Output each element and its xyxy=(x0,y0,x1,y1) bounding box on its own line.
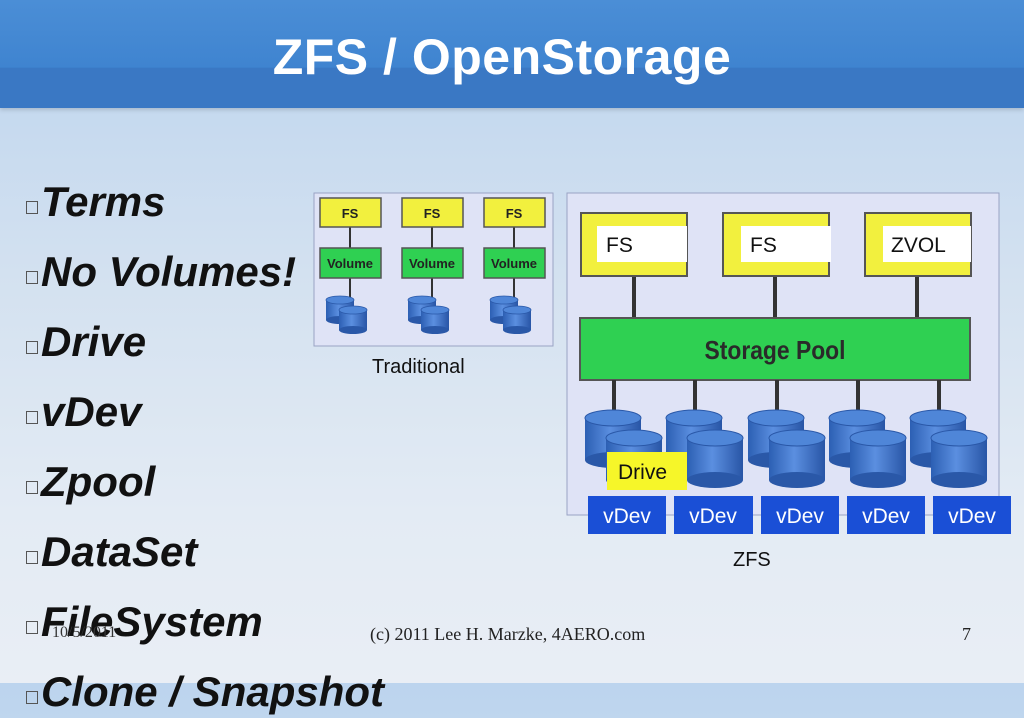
disk-icon xyxy=(338,305,368,335)
drive-label: Drive xyxy=(618,461,667,484)
bullet-text: FileSystem xyxy=(41,598,263,645)
vdev-label: vDev xyxy=(948,505,996,528)
bullet-item: DataSet xyxy=(26,528,197,578)
bullet-text: No Volumes! xyxy=(41,248,297,295)
bullet-marker-icon xyxy=(26,691,38,704)
vdev-label: vDev xyxy=(776,505,824,528)
bullet-marker-icon xyxy=(26,341,38,354)
traditional-diagram: FS Volume FS Volume FS Volume xyxy=(313,192,554,347)
bullet-item: FileSystem xyxy=(26,598,263,648)
bullet-item: vDev xyxy=(26,388,141,438)
traditional-fs-label: FS xyxy=(424,206,441,221)
slide-title: ZFS / OpenStorage xyxy=(272,29,732,85)
zfs-fs-label: FS xyxy=(750,234,777,257)
bullet-text: Terms xyxy=(41,178,166,225)
disk-icon xyxy=(502,305,532,335)
traditional-volume-box xyxy=(483,247,546,279)
vdev-box xyxy=(933,496,1011,534)
traditional-volume-box xyxy=(401,247,464,279)
storage-pool-label: Storage Pool xyxy=(704,337,845,366)
vdev-box xyxy=(761,496,839,534)
bullet-marker-icon xyxy=(26,271,38,284)
zfs-fs-label: FS xyxy=(606,234,633,257)
footer-date: 10/5/2011 xyxy=(52,624,117,641)
title-bar xyxy=(0,0,1024,108)
disk-icon xyxy=(930,429,988,489)
bullet-marker-icon xyxy=(26,621,38,634)
bullet-marker-icon xyxy=(26,481,38,494)
zfs-caption: ZFS xyxy=(733,549,771,571)
bullet-marker-icon xyxy=(26,551,38,564)
bullet-text: DataSet xyxy=(41,528,198,575)
traditional-volume-box xyxy=(319,247,382,279)
bullet-item: Drive xyxy=(26,318,146,368)
bullet-item: Zpool xyxy=(26,458,155,508)
bullet-item: No Volumes! xyxy=(26,248,296,298)
vdev-label: vDev xyxy=(603,505,651,528)
bullet-item: Terms xyxy=(26,178,166,228)
disk-icon xyxy=(849,429,907,489)
zfs-diagram: FS FS ZVOL Storage Pool Drive vDev xyxy=(566,192,1011,534)
traditional-fs-box xyxy=(483,197,546,228)
traditional-fs-box xyxy=(401,197,464,228)
traditional-volume-label: Volume xyxy=(327,256,373,271)
traditional-caption: Traditional xyxy=(372,356,465,378)
vdev-box xyxy=(674,496,753,534)
disk-icon xyxy=(420,305,450,335)
bullet-marker-icon xyxy=(26,411,38,424)
title-bar-band xyxy=(0,68,1024,108)
bullet-marker-icon xyxy=(26,201,38,214)
vdev-box xyxy=(588,496,666,534)
bullet-text: Drive xyxy=(41,318,147,365)
vdev-label: vDev xyxy=(689,505,737,528)
disk-icon xyxy=(686,429,744,489)
zfs-zvol-label: ZVOL xyxy=(891,234,946,257)
traditional-volume-label: Volume xyxy=(491,256,537,271)
bullet-text: Zpool xyxy=(41,458,156,505)
storage-pool-box xyxy=(579,317,971,381)
diagram: FS Volume FS Volume FS Volume FS xyxy=(313,192,1011,534)
traditional-fs-label: FS xyxy=(342,206,359,221)
disk-icon xyxy=(768,429,826,489)
traditional-volume-label: Volume xyxy=(409,256,455,271)
drive-label-box xyxy=(607,452,687,490)
footer-copyright: (c) 2011 Lee H. Marzke, 4AERO.com xyxy=(370,624,646,644)
traditional-fs-label: FS xyxy=(506,206,523,221)
vdev-label: vDev xyxy=(862,505,910,528)
bullet-text: vDev xyxy=(41,388,142,435)
vdev-box xyxy=(847,496,925,534)
footer-page-number: 7 xyxy=(962,624,971,644)
traditional-fs-box xyxy=(319,197,382,228)
